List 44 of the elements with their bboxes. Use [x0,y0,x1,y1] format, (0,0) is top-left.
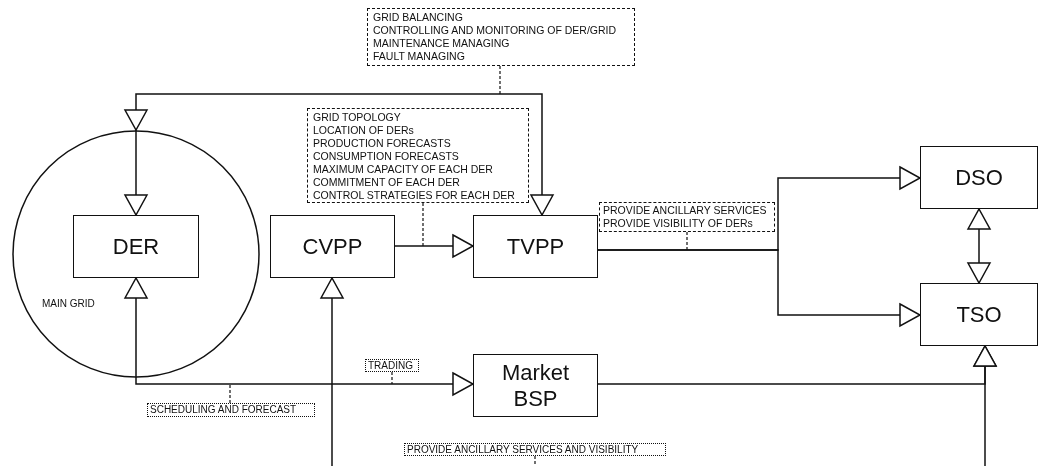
leader-line [422,202,424,247]
arrow [320,277,344,466]
note-text: PRODUCTION FORECASTS [313,137,451,150]
note-text: MAXIMUM CAPACITY OF EACH DER [313,163,493,176]
note-text: TRADING [368,360,413,371]
leader-line [499,65,501,95]
note-text: SCHEDULING AND FORECAST [150,404,297,415]
arrow [124,277,474,396]
note-box [307,108,529,203]
leader-line [391,371,393,385]
arrow [973,345,997,466]
note-text: PROVIDE ANCILLARY SERVICES [603,204,767,217]
note-text: LOCATION OF DERs [313,124,414,137]
process-box: TSO [920,283,1038,346]
process-box: TVPP [473,215,598,278]
grid-circle [12,130,260,378]
arrow [124,93,554,216]
note-text: COMMITMENT OF EACH DER [313,176,460,189]
note-box [367,8,635,66]
arrow [394,234,474,258]
note-text: PROVIDE ANCILLARY SERVICES AND VISIBILITY [407,444,639,455]
arrow [124,129,148,216]
process-box: DER [73,215,199,278]
circle-label: MAIN GRID [42,298,95,309]
note-box [404,443,666,456]
note-box [365,359,419,372]
note-text: CONSUMPTION FORECASTS [313,150,459,163]
note-text: CONTROLLING AND MONITORING OF DER/GRID [373,24,617,37]
note-text: GRID BALANCING [373,11,463,24]
leader-line [229,383,231,404]
process-box: CVPP [270,215,395,278]
note-text: GRID TOPOLOGY [313,111,401,124]
arrow [967,208,991,284]
note-box [147,403,315,417]
leader-line [534,455,536,466]
note-text: PROVIDE VISIBILITY OF DERs [603,217,753,230]
process-box: DSO [920,146,1038,209]
note-text: FAULT MANAGING [373,50,465,63]
note-text: CONTROL STRATEGIES FOR EACH DER [313,189,515,202]
arrow [597,249,921,327]
note-text: MAINTENANCE MANAGING [373,37,510,50]
leader-line [686,231,688,251]
note-box [599,202,775,232]
process-box: Market BSP [473,354,598,417]
